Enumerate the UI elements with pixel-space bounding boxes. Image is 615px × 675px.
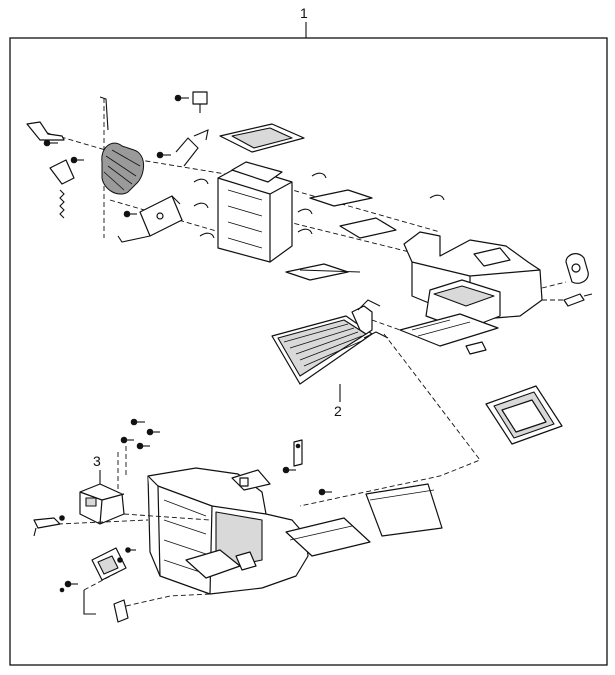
heater-core [271,299,401,385]
actuator-motor [79,483,125,525]
upper-housing-group [26,91,593,355]
callout-2-label: 2 [334,403,342,419]
actuator-screws [117,418,160,492]
mode-door-flaps [285,189,397,281]
upper-case-right [399,231,543,347]
lower-lever-bracket [57,513,211,623]
spring-clip [59,189,65,219]
link-bracket [175,137,199,167]
callout-1-label: 1 [300,5,308,21]
lever-rod [99,96,109,131]
lower-door-flaps [285,483,443,557]
mesh-damper-door [101,142,144,195]
blend-door-housing [217,161,293,263]
right-cap-and-pins [465,253,593,355]
filter-cover-plate [219,123,305,153]
top-clip [192,91,208,113]
actuator-arm-bracket [117,195,183,243]
callout-3-label: 3 [93,453,101,469]
lower-housing-group: 3 [33,418,443,623]
vertical-bracket [282,439,332,496]
lower-case-main [147,467,309,595]
diagram-frame [9,37,608,666]
small-clips [193,172,445,239]
seal-frame [485,385,563,445]
